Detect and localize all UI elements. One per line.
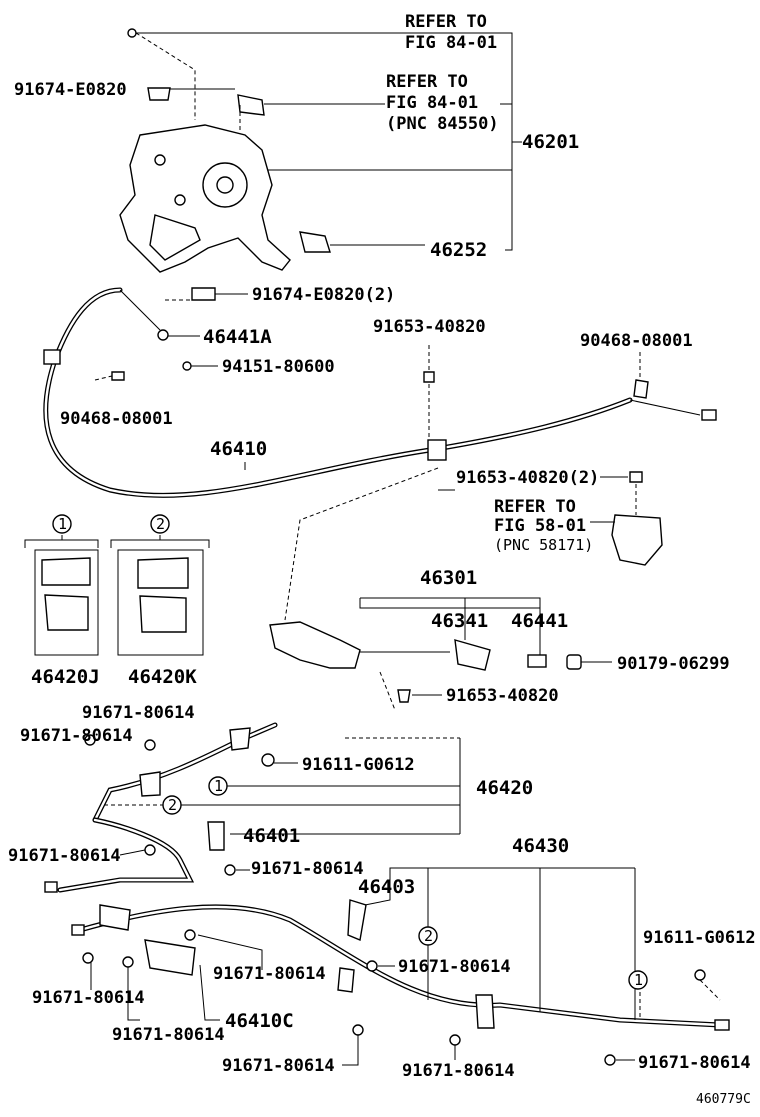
label-46341: 46341 — [431, 610, 488, 632]
label-90468-08001-left: 90468-08001 — [60, 409, 173, 429]
label-91611-G0612-top: 91611-G0612 — [302, 755, 415, 775]
ref-fig84a-line1: REFER TO — [405, 12, 487, 32]
label-46420K: 46420K — [128, 666, 197, 688]
label-91653-40820-top: 91653-40820 — [373, 317, 486, 337]
marker-rear-2b: 2 — [424, 927, 433, 945]
label-46403: 46403 — [358, 876, 415, 898]
main-leaders — [94, 335, 641, 515]
top-leaders — [135, 32, 522, 301]
label-46410: 46410 — [210, 438, 267, 460]
ref-fig58-line3: (PNC 58171) — [494, 536, 593, 554]
ref-fig84b-line1: REFER TO — [386, 72, 468, 92]
label-46301: 46301 — [420, 567, 477, 589]
label-46201: 46201 — [522, 131, 579, 153]
label-bolt-8: 91671-80614 — [112, 1025, 225, 1045]
ref-fig84a-line2: FIG 84-01 — [405, 33, 497, 53]
lever-46301 — [269, 467, 612, 711]
marker-rear-2: 2 — [168, 796, 177, 814]
pedal-assembly — [119, 28, 331, 301]
label-46410C: 46410C — [225, 1010, 294, 1032]
label-bolt-11: 91671-80614 — [638, 1053, 751, 1073]
ref-fig84b-line2: FIG 84-01 — [386, 93, 478, 113]
label-46401: 46401 — [243, 825, 300, 847]
label-90468-08001-right: 90468-08001 — [580, 331, 693, 351]
label-91653-40820-2: 91653-40820(2) — [456, 468, 599, 488]
label-bolt-3: 91671-80614 — [8, 846, 121, 866]
inset-46420J — [24, 514, 99, 656]
label-90179-06299: 90179-06299 — [617, 654, 730, 674]
label-bolt-7: 91671-80614 — [32, 988, 145, 1008]
label-91674-E0820: 91674-E0820 — [14, 80, 127, 100]
rear-markers — [162, 776, 648, 990]
label-bolt-5: 91671-80614 — [398, 957, 511, 977]
marker-inset-2: 2 — [156, 515, 165, 533]
label-46430: 46430 — [512, 835, 569, 857]
label-bolt-9: 91671-80614 — [222, 1056, 335, 1076]
label-bolt-1: 91671-80614 — [82, 703, 195, 723]
ref-fig84b-line3: (PNC 84550) — [386, 114, 499, 134]
ref-fig58-line2: FIG 58-01 — [494, 516, 586, 536]
rear-cables — [44, 722, 730, 1066]
marker-rear-1b: 1 — [634, 971, 643, 989]
label-91674-E0820-2: 91674-E0820(2) — [252, 285, 395, 305]
label-bolt-4: 91671-80614 — [251, 859, 364, 879]
ref-fig58-line1: REFER TO — [494, 497, 576, 517]
label-46420J: 46420J — [31, 666, 100, 688]
label-46420: 46420 — [476, 777, 533, 799]
bracket-fig58 — [590, 514, 663, 566]
label-46252: 46252 — [430, 239, 487, 261]
marker-rear-1: 1 — [214, 777, 223, 795]
label-91611-G0612-right: 91611-G0612 — [643, 928, 756, 948]
label-46441A: 46441A — [203, 326, 272, 348]
label-91653-40820-mid: 91653-40820 — [446, 686, 559, 706]
label-94151-80600: 94151-80600 — [222, 357, 335, 377]
label-bolt-6: 91671-80614 — [213, 964, 326, 984]
label-bolt-10: 91671-80614 — [402, 1061, 515, 1081]
label-46441: 46441 — [511, 610, 568, 632]
inset-46420K — [110, 514, 210, 656]
label-bolt-2: 91671-80614 — [20, 726, 133, 746]
rear-leaders — [90, 737, 721, 1066]
figure-id: 460779C — [696, 1092, 751, 1107]
marker-inset-1: 1 — [58, 515, 67, 533]
front-cable-46410 — [43, 287, 717, 498]
